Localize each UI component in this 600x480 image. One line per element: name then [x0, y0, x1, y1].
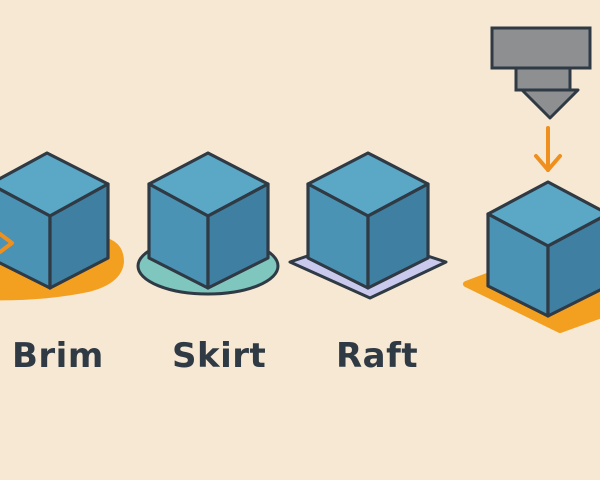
nozzle-icon — [490, 26, 592, 120]
brim-arrow-icon — [0, 232, 14, 254]
skirt-cube-right — [206, 182, 270, 290]
raft-example — [288, 151, 448, 300]
skirt-example — [136, 151, 280, 296]
brim-label: Brim — [12, 336, 104, 376]
brim-cube-right — [48, 182, 110, 290]
raft-label: Raft — [336, 336, 419, 376]
raft-cube-right — [366, 182, 430, 290]
skirt-label: Skirt — [172, 336, 267, 376]
printing-example — [463, 26, 600, 333]
down-arrow-icon — [534, 126, 562, 172]
brim-example — [0, 151, 124, 301]
printing-cube-right — [546, 216, 600, 318]
